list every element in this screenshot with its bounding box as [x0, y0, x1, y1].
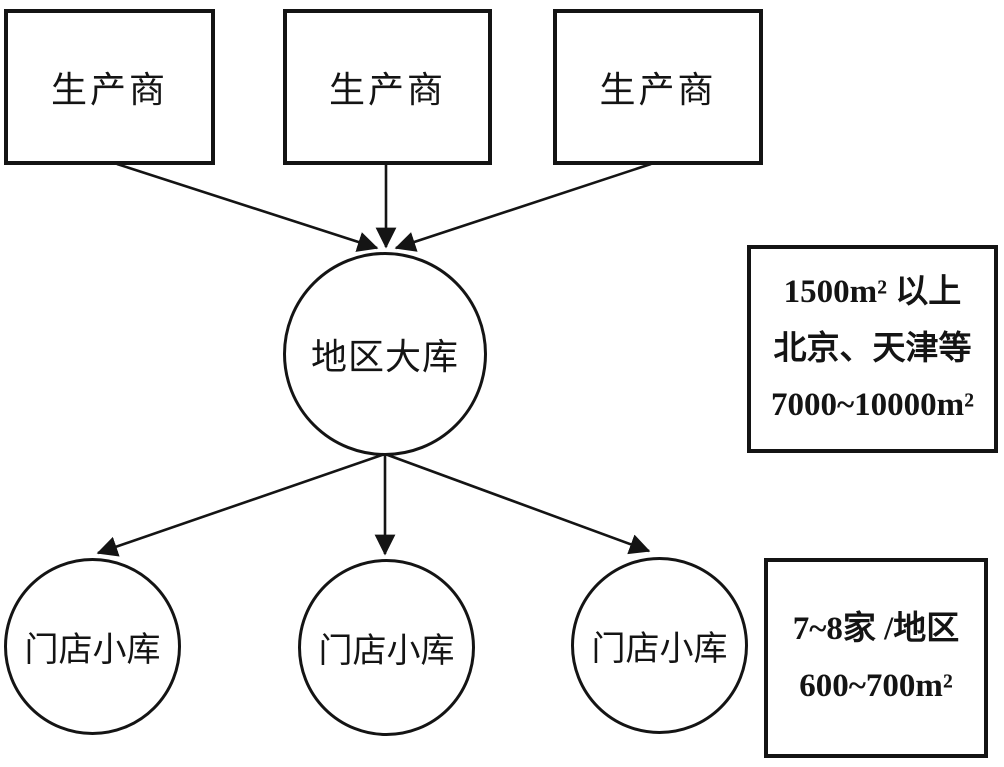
- producer-label-2: 生产商: [328, 70, 446, 110]
- store-label-1: 门店小库: [24, 632, 161, 669]
- arrow-producer3-to-hub: [394, 162, 652, 252]
- hub-circle: 地区大库: [283, 252, 487, 456]
- store-annotation-box: 7~8家 /地区 600~700m²: [764, 558, 988, 758]
- store-circle-1: 门店小库: [4, 558, 181, 735]
- arrow-hub-to-store1: [96, 452, 386, 557]
- store-circle-2: 门店小库: [298, 559, 475, 736]
- store-label-2: 门店小库: [318, 633, 455, 670]
- producer-box-2: 生产商: [283, 9, 492, 165]
- store-circle-3: 门店小库: [571, 557, 748, 734]
- hub-label: 地区大库: [310, 337, 459, 377]
- producer-box-1: 生产商: [4, 9, 215, 165]
- hub-note-line-3: 7000~10000m²: [770, 387, 975, 424]
- hub-note-line-2: 北京、天津等: [773, 330, 972, 367]
- producer-label-3: 生产商: [599, 70, 717, 110]
- producer-label-1: 生产商: [50, 70, 168, 110]
- hub-note-line-1: 1500m² 以上: [783, 273, 962, 310]
- hub-annotation-box: 1500m² 以上 北京、天津等 7000~10000m²: [747, 245, 998, 453]
- store-note-line-2: 600~700m²: [799, 668, 953, 704]
- store-label-3: 门店小库: [591, 631, 728, 668]
- producer-box-3: 生产商: [553, 9, 763, 165]
- store-note-line-1: 7~8家 /地区: [792, 611, 960, 648]
- arrow-producer1-to-hub: [116, 162, 379, 252]
- arrow-hub-to-store3: [384, 452, 651, 555]
